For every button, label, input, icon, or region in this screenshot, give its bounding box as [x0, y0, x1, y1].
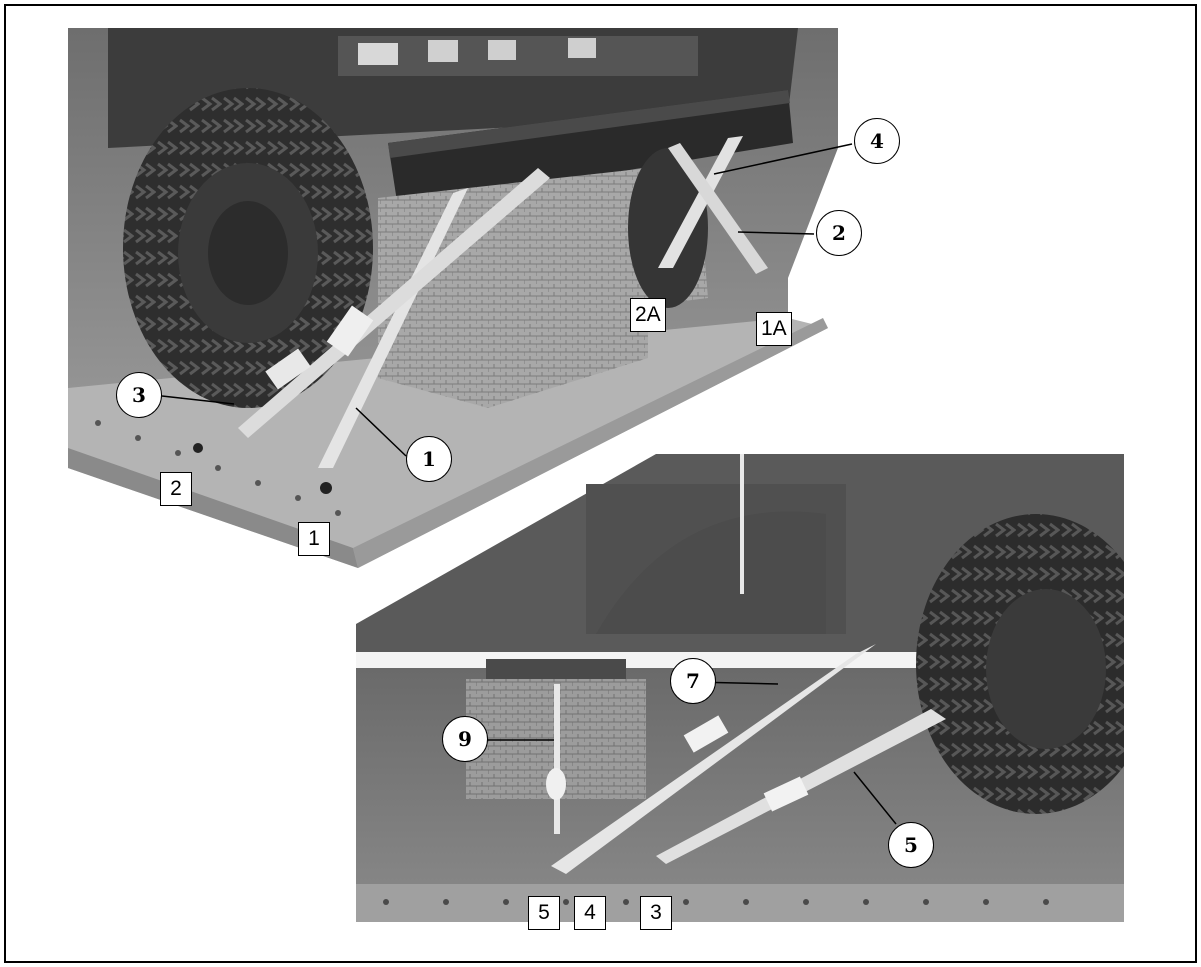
- callout-box-2A: 2A: [630, 298, 666, 332]
- callout-circle-2: 2: [816, 210, 862, 256]
- callout-circle-1: 1: [406, 436, 452, 482]
- callout-box-1A: 1A: [756, 312, 792, 346]
- callout-box-5: 5: [528, 896, 560, 930]
- vehicle-side-tiedown-photo: [356, 454, 1124, 922]
- vehicle-rear-tiedown-photo: [68, 28, 838, 568]
- callout-box-2: 2: [160, 472, 192, 506]
- callout-circle-5: 5: [888, 822, 934, 868]
- figure-frame: 4 2 3 1 7 9 5 2A 1A 2 1 5 4 3: [4, 4, 1197, 963]
- callout-box-3: 3: [640, 896, 672, 930]
- callout-box-1: 1: [298, 522, 330, 556]
- callout-circle-9: 9: [442, 716, 488, 762]
- callout-circle-4: 4: [854, 118, 900, 164]
- callout-circle-3: 3: [116, 372, 162, 418]
- callout-box-4: 4: [574, 896, 606, 930]
- callout-circle-7: 7: [670, 658, 716, 704]
